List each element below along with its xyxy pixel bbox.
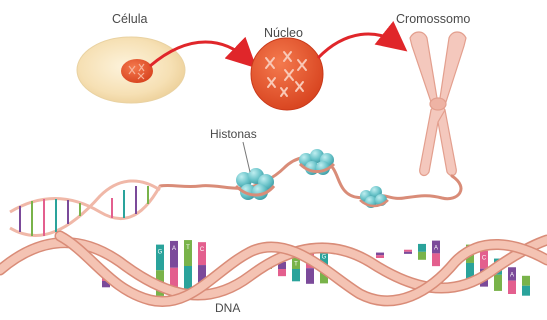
base-pair-half [198, 242, 206, 265]
base-letter: G [322, 255, 327, 261]
base-pair-half [494, 275, 502, 291]
label-nucleus: Núcleo [264, 26, 303, 40]
base-pair-half [278, 269, 286, 276]
chromosome [410, 32, 466, 175]
base-pair-half [432, 253, 440, 266]
label-dna: DNA [215, 301, 240, 315]
base-pair-half [418, 252, 426, 260]
base-pair-half [292, 269, 300, 281]
base-letter: A [172, 246, 176, 252]
cell-nucleus [121, 59, 153, 83]
label-cell: Célula [112, 12, 147, 26]
base-pair-half [404, 250, 412, 252]
histones-leader-line [243, 142, 250, 172]
base-letter: C [200, 247, 205, 253]
base-pair-half [522, 276, 530, 286]
label-histones: Histonas [210, 127, 257, 141]
base-pair-half [306, 268, 314, 284]
base-letter: A [434, 246, 438, 252]
label-chromosome: Cromossomo [396, 12, 470, 26]
histone-cluster-3 [360, 186, 388, 208]
base-pair-half [522, 286, 530, 296]
base-letter: T [294, 262, 298, 268]
base-letter: G [158, 250, 163, 256]
histone-cluster-1 [236, 168, 274, 200]
base-pair-half [376, 253, 384, 256]
histone-cluster-2 [299, 149, 334, 175]
base-pair-half [404, 252, 412, 254]
base-pair-half [156, 245, 164, 271]
nucleus [251, 38, 323, 110]
base-pair-half [508, 281, 516, 294]
base-pair-half [184, 240, 192, 266]
dna-helix-small [10, 181, 160, 236]
base-letter: A [510, 272, 514, 278]
arrow-nucleus-to-chromosome [318, 34, 398, 58]
base-letter: C [482, 256, 487, 262]
base-letter: T [186, 245, 190, 251]
cell [77, 37, 185, 103]
base-pair-half [376, 255, 384, 258]
base-pair-half [418, 244, 426, 252]
